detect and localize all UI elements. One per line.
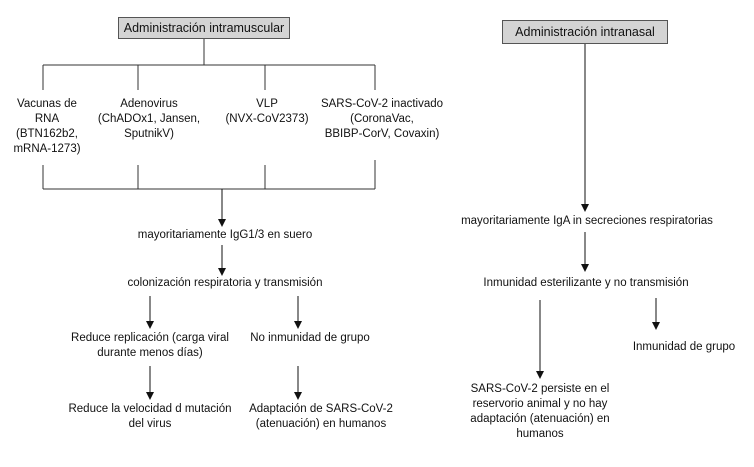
sterilizing-immunity: Inmunidad esterilizante y no transmisión [483, 277, 689, 289]
vaccine-inactivated: SARS-CoV-2 inactivado (CoronaVac, BBIBP-… [320, 98, 444, 140]
herd-immunity: Inmunidad de grupo [632, 341, 736, 353]
virus-persists-reservoir: SARS-CoV-2 persiste en el reservorio ani… [470, 383, 610, 440]
vaccine-rna: Vacunas de RNA (BTN162b2, mRNA-1273) [13, 98, 81, 155]
intranasal-header: Administración intranasal [502, 20, 668, 44]
iga-secretions: mayoritariamente IgA in secreciones resp… [461, 215, 713, 227]
igg-serum: mayoritariamente IgG1/3 en suero [137, 229, 313, 241]
intramuscular-header: Administración intramuscular [118, 17, 290, 39]
vaccine-adenovirus: Adenovirus (ChADOx1, Jansen, SputnikV) [97, 98, 201, 140]
colonization-transmission: colonización respiratoria y transmisión [127, 277, 323, 289]
no-herd-immunity: No inmunidad de grupo [250, 332, 370, 344]
reduce-mutation: Reduce la velocidad d mutación del virus [68, 403, 232, 430]
reduce-replication: Reduce replicación (carga viral durante … [71, 332, 229, 359]
adaptation-humans: Adaptación de SARS-CoV-2 (atenuación) en… [249, 403, 393, 430]
vaccine-vlp: VLP (NVX-CoV2373) [225, 98, 309, 125]
